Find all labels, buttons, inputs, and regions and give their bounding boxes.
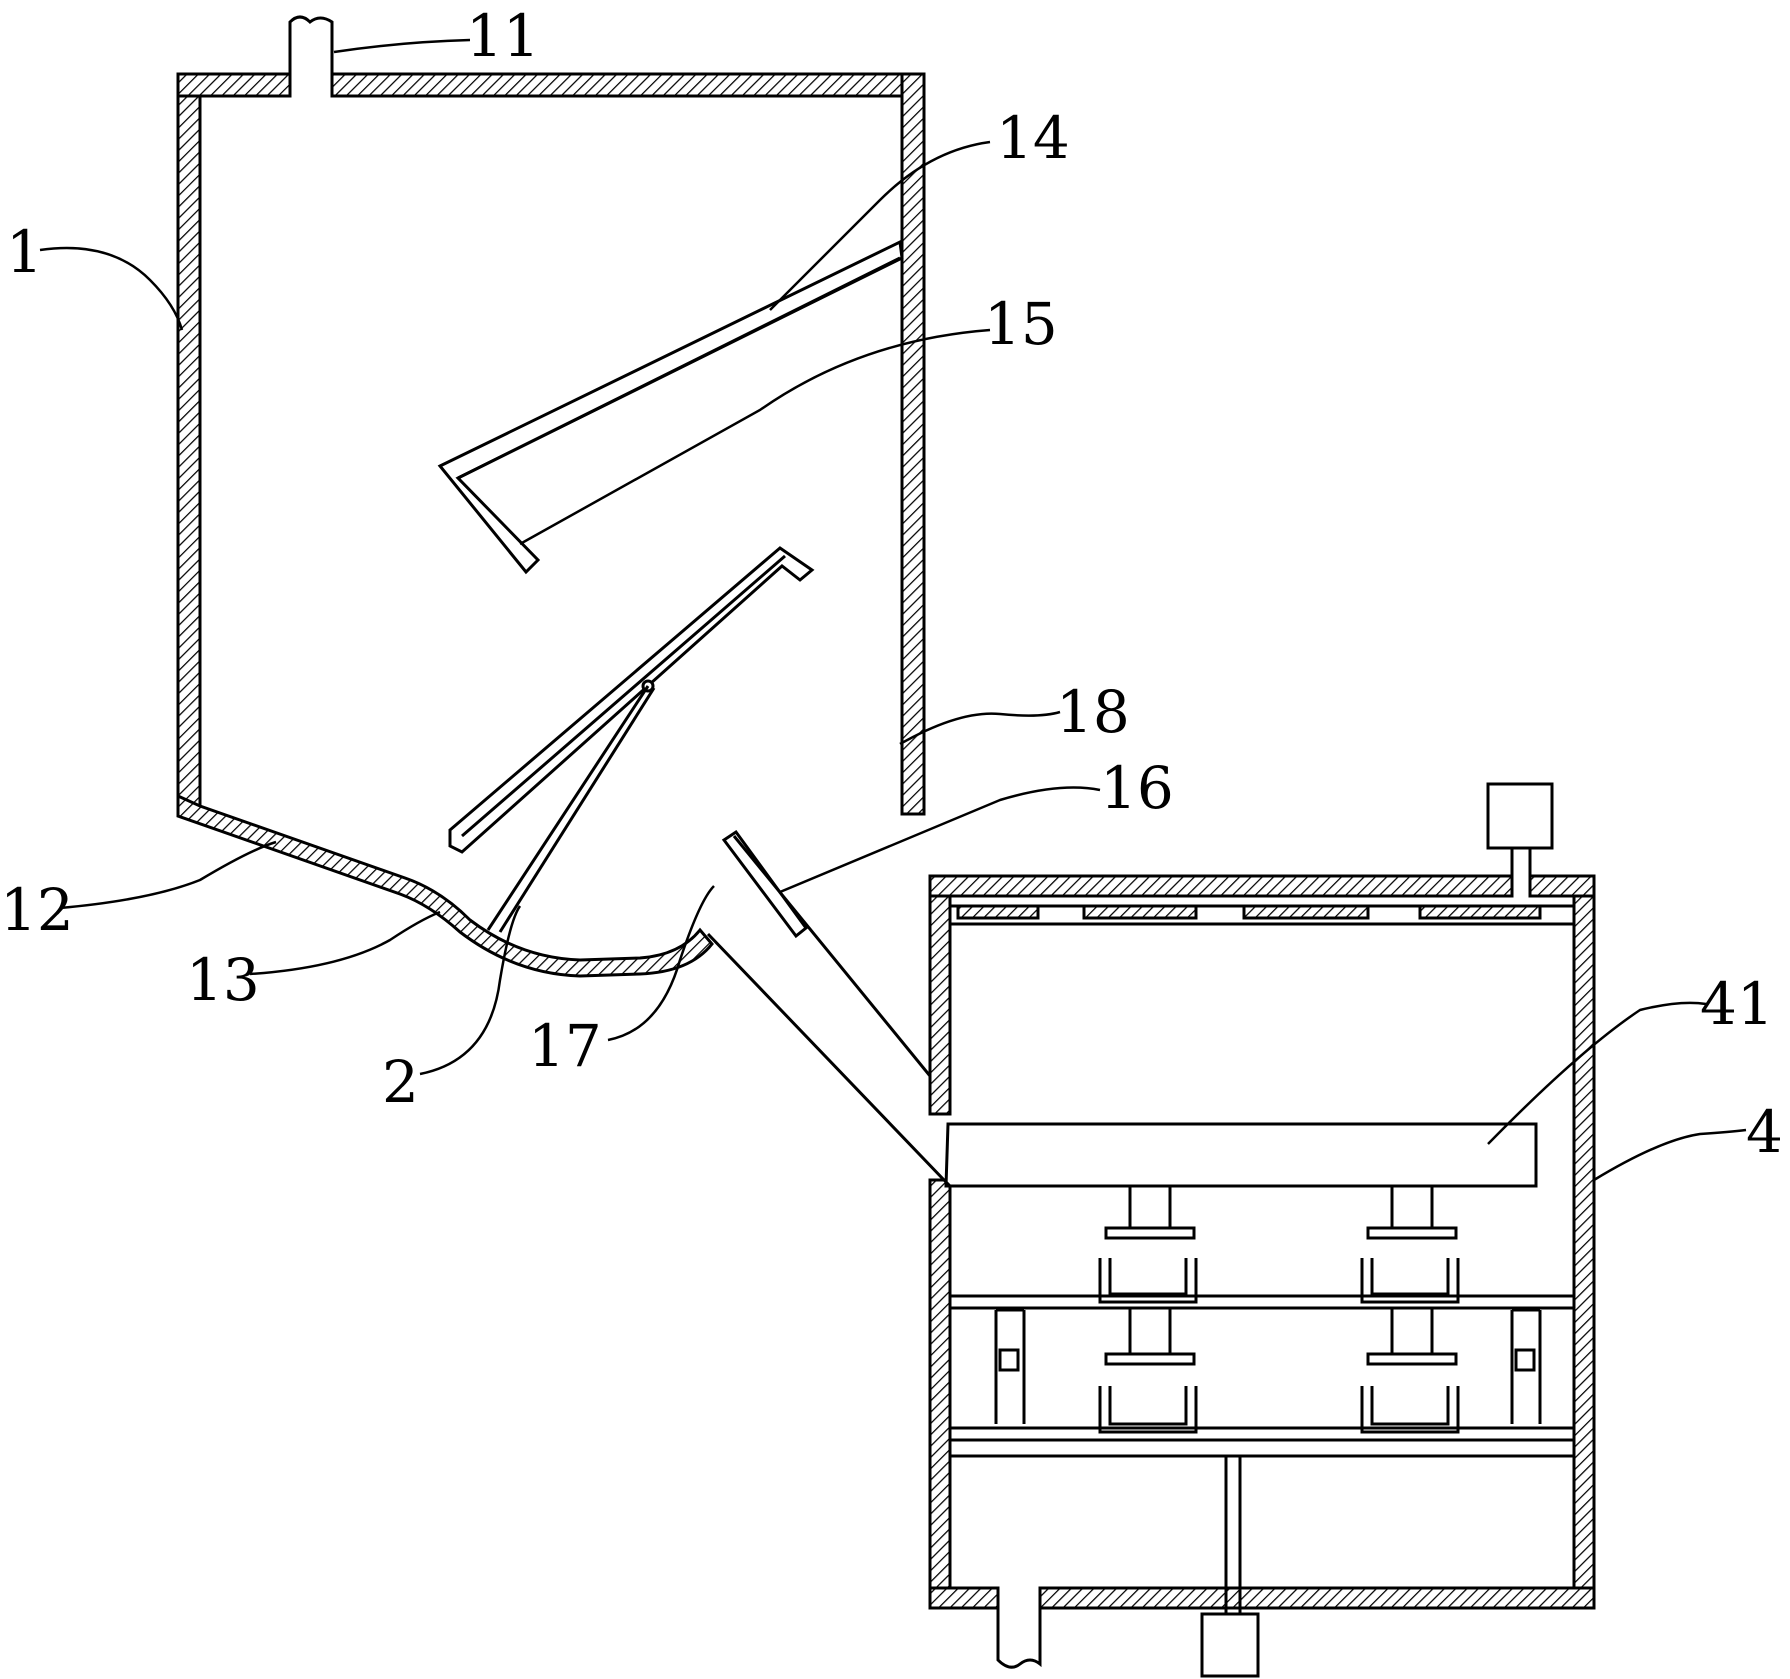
upper-rack (950, 1184, 1574, 1310)
nozzle-4 (1418, 904, 1542, 920)
bottom-motor (1200, 1612, 1260, 1678)
leader-18 (899, 710, 1061, 746)
outlet-chute (706, 829, 950, 1182)
rack-rail-lower (950, 1426, 1574, 1458)
tank-right-wall (900, 72, 926, 816)
inlet-pipe (288, 15, 334, 96)
side-guide-right (1510, 1308, 1542, 1424)
tank-top-wall (176, 72, 292, 98)
leader-16 (779, 786, 1101, 894)
column-lower-left (1128, 1306, 1172, 1358)
support-rod-b (498, 687, 656, 933)
leader-4 (1593, 1128, 1747, 1182)
roller-left (998, 1348, 1020, 1372)
chute-lower-edge (706, 932, 946, 1182)
cap-upper-left (1104, 1226, 1196, 1240)
bottom-shaft (1224, 1456, 1242, 1614)
label-41: 41 (1700, 970, 1774, 1038)
cup-lower-right (1360, 1386, 1460, 1434)
tank-sloped-bottom (176, 793, 714, 978)
column-lower-right (1390, 1306, 1434, 1358)
leader-lines (39, 38, 1747, 1182)
leader-2 (419, 905, 522, 1076)
label-17: 17 (528, 1012, 602, 1080)
mixer-left-wall-top (928, 874, 952, 1116)
mixer-right-wall (1572, 874, 1596, 1610)
column-upper-left (1128, 1184, 1172, 1232)
flap-plate-inner (461, 554, 786, 838)
top-motor (1486, 782, 1554, 850)
baffle-inner-15 (457, 256, 901, 480)
column-upper-right (1390, 1184, 1434, 1232)
labels: 11 1 14 15 18 16 12 13 2 17 41 4 (0, 2, 1783, 1166)
cup-lower-left (1098, 1386, 1198, 1434)
cap-lower-right (1366, 1352, 1458, 1366)
leader-13 (249, 910, 441, 976)
lower-flap (448, 546, 815, 933)
leader-12 (59, 840, 277, 910)
feed-channel (944, 1122, 1538, 1188)
label-14: 14 (996, 104, 1070, 172)
label-13: 13 (186, 946, 260, 1014)
leader-17 (607, 885, 715, 1042)
tank-top-wall-right (330, 72, 926, 98)
label-16: 16 (1100, 754, 1174, 822)
label-12: 12 (0, 876, 74, 944)
cap-lower-left (1104, 1352, 1196, 1366)
label-18: 18 (1056, 678, 1130, 746)
mixer-left-wall-bottom (928, 1178, 952, 1610)
cup-upper-right (1360, 1258, 1460, 1304)
top-motor-shaft (1510, 848, 1532, 896)
label-15: 15 (984, 290, 1058, 358)
mixer-bottom-wall-b (1038, 1586, 1596, 1610)
nozzle-3 (1242, 904, 1370, 920)
rack-rail-upper (950, 1294, 1574, 1310)
nozzle-1 (956, 904, 1040, 920)
leader-1 (39, 246, 184, 331)
mixer-drain-pipe (996, 1608, 1042, 1669)
label-11: 11 (466, 2, 540, 70)
chute-upper-edge (732, 835, 950, 1099)
roller-right (1514, 1348, 1536, 1372)
label-2: 2 (382, 1048, 419, 1116)
support-rod-a (486, 685, 650, 931)
lower-rack (950, 1306, 1574, 1458)
mixer-bottom-wall-a (928, 1586, 1000, 1610)
tank-left-wall (176, 72, 202, 808)
cup-upper-left (1098, 1258, 1198, 1304)
upper-baffle (437, 239, 904, 575)
leader-14 (769, 140, 991, 311)
flap-plate (448, 546, 815, 854)
label-4: 4 (1746, 1098, 1783, 1166)
side-guide-left (994, 1308, 1026, 1424)
label-1: 1 (6, 218, 43, 286)
mixer-top-wall-left (928, 874, 1514, 898)
mixer-tank (928, 782, 1596, 1678)
nozzle-2 (1082, 904, 1198, 920)
upper-tank (176, 15, 926, 978)
feed-channel-join (942, 1178, 952, 1188)
mixer-top-wall-right (1528, 874, 1596, 898)
cap-upper-right (1366, 1226, 1458, 1240)
leader-41 (1487, 1001, 1707, 1145)
leader-11 (333, 38, 471, 54)
leader-15 (519, 328, 991, 546)
chute-cover-plate (721, 829, 809, 939)
